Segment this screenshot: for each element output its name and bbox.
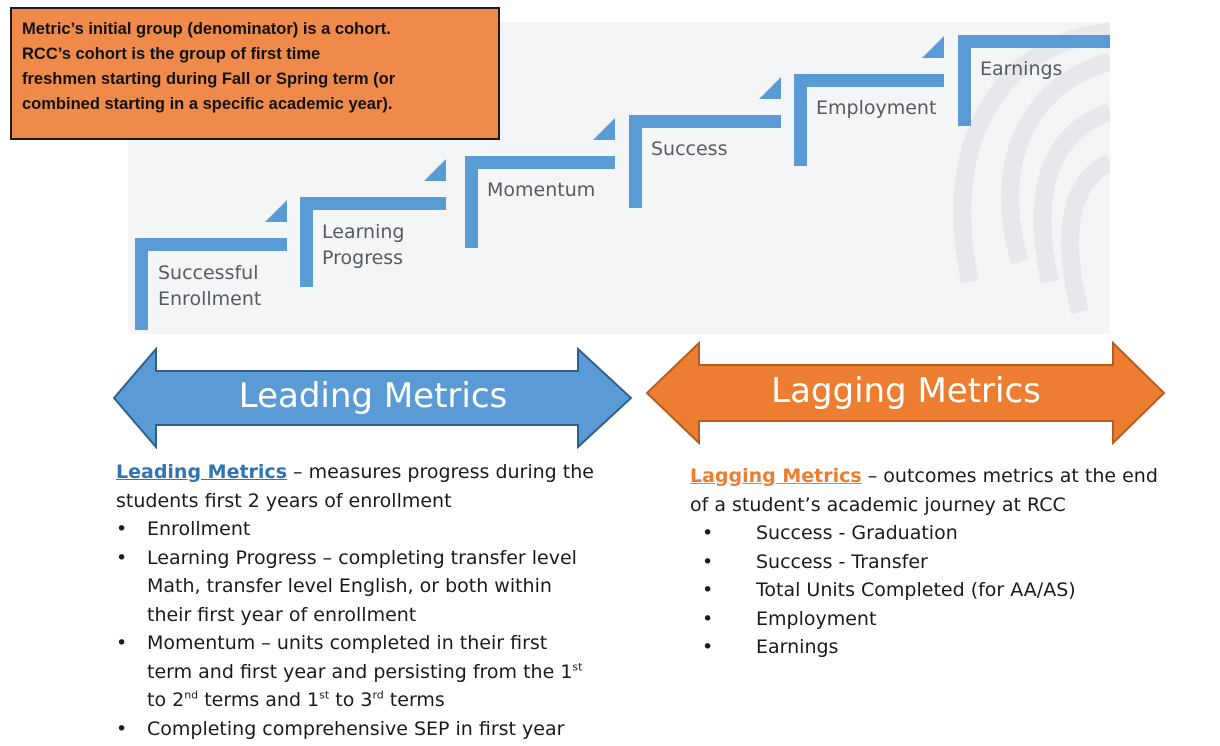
list-item: • Employment: [690, 605, 1215, 634]
callout-line: Metric’s initial group (denominator) is …: [22, 20, 391, 38]
step-label: Momentum: [487, 179, 596, 201]
leading-metrics-term: Leading Metrics: [116, 461, 287, 483]
lagging-metrics-term: Lagging Metrics: [690, 465, 862, 487]
lagging-arrow-shape: [645, 341, 1166, 445]
callout-line: freshmen starting during Fall or Spring …: [22, 70, 396, 88]
step-employment: Employment: [794, 36, 954, 167]
leading-arrow-label: Leading Metrics: [238, 376, 508, 416]
lagging-desc-line2: of a student’s academic journey at RCC: [690, 493, 1066, 516]
step-label-line1: Successful: [158, 262, 259, 284]
lagging-desc-line1: Lagging Metrics – outcomes metrics at th…: [690, 465, 1158, 487]
list-item: • Momentum – units completed in their fi…: [116, 629, 676, 715]
lagging-metrics-description: Lagging Metrics – outcomes metrics at th…: [690, 462, 1215, 662]
list-item: • Success - Transfer: [690, 548, 1215, 577]
step-success: Success: [629, 77, 789, 208]
list-item: • Completing comprehensive SEP in first …: [116, 715, 676, 744]
leading-arrow-shape: [112, 347, 633, 449]
lagging-metrics-arrow: Lagging Metrics: [645, 341, 1167, 445]
step-label-line1: Learning: [322, 221, 405, 243]
step-corner-triangle: [759, 77, 781, 99]
bullet-icon: •: [702, 550, 714, 573]
step-label-line2: Progress: [322, 247, 404, 269]
leading-metrics-list: • Enrollment • Learning Progress – compl…: [116, 515, 676, 743]
list-item: • Total Units Completed (for AA/AS): [690, 576, 1215, 605]
step-earnings: Earnings: [958, 0, 1110, 131]
leading-desc-line1: Leading Metrics – measures progress duri…: [116, 461, 594, 483]
step-label: Employment: [816, 97, 937, 119]
step-corner-triangle: [424, 159, 446, 181]
step-label-line2: Enrollment: [158, 288, 262, 310]
step-label: Success: [651, 138, 728, 160]
bullet-icon: •: [702, 579, 714, 601]
leading-metrics-description: Leading Metrics – measures progress duri…: [116, 458, 676, 743]
step-label: Earnings: [980, 58, 1063, 80]
bullet-icon: •: [702, 607, 714, 630]
step-momentum: Momentum: [465, 118, 625, 249]
leading-desc-line2: students first 2 years of enrollment: [116, 489, 452, 512]
cohort-callout: Metric’s initial group (denominator) is …: [10, 7, 500, 140]
list-item: • Enrollment: [116, 515, 676, 544]
bullet-icon: •: [116, 717, 128, 740]
bullet-icon: •: [116, 632, 128, 654]
list-item: • Success - Graduation: [690, 519, 1215, 548]
step-corner-triangle: [922, 36, 944, 58]
callout-line: combined starting in a specific academic…: [22, 95, 393, 113]
bullet-icon: •: [116, 518, 128, 540]
list-item: • Earnings: [690, 633, 1215, 662]
step-successful-enrollment: Successful Enrollment: [135, 200, 295, 331]
bullet-icon: •: [702, 636, 714, 658]
lagging-metrics-list: • Success - Graduation • Success - Trans…: [690, 519, 1215, 662]
bullet-icon: •: [702, 522, 714, 544]
step-learning-progress: Learning Progress: [300, 159, 460, 290]
list-item: • Learning Progress – completing transfe…: [116, 544, 676, 630]
bullet-icon: •: [116, 546, 128, 569]
step-corner-triangle: [265, 200, 287, 222]
leading-metrics-arrow: Leading Metrics: [112, 347, 634, 449]
lagging-arrow-label: Lagging Metrics: [771, 371, 1041, 411]
step-corner-triangle: [593, 118, 615, 140]
callout-line: RCC’s cohort is the group of first time: [22, 45, 321, 63]
